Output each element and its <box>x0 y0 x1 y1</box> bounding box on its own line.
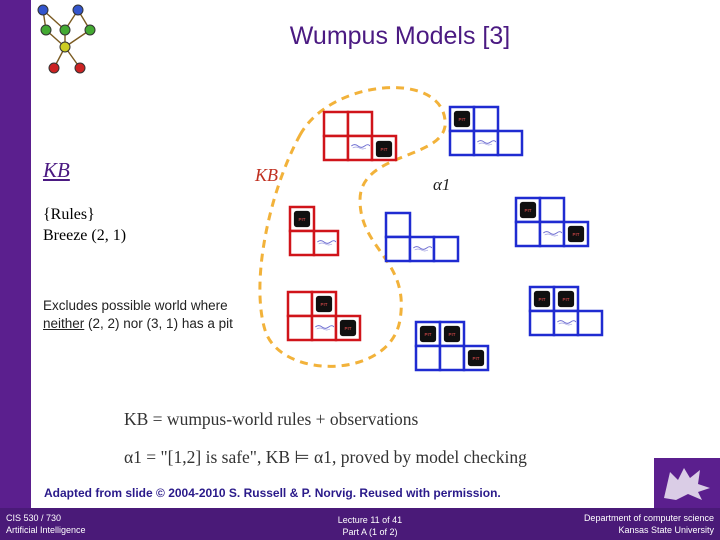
kb-heading: KB <box>43 158 70 182</box>
left-accent-bar <box>0 0 31 508</box>
bayes-network-icon <box>37 4 96 74</box>
footer-course-name: Artificial Intelligence <box>6 525 86 535</box>
footer-univ: Kansas State University <box>618 525 714 535</box>
wildcat-logo-icon <box>654 458 720 508</box>
diagram-alpha-label: α1 <box>433 175 450 194</box>
kb-contents: {Rules} Breeze (2, 1) <box>43 204 126 246</box>
excludes-underlined: neither <box>43 316 85 331</box>
footer-bar: CIS 530 / 730 Artificial Intelligence Le… <box>0 508 720 540</box>
alpha-eq-part-1: α1 = "[1,2] is safe", <box>124 447 266 467</box>
alpha-eq-part-3: , proved by model checking <box>331 447 527 467</box>
footer-course: CIS 530 / 730 <box>6 513 62 523</box>
alpha-equation: α1 = "[1,2] is safe", KB ⊨ α1, proved by… <box>124 447 527 468</box>
excludes-text-1: Excludes possible world where <box>43 298 228 313</box>
blue-world-1 <box>448 105 524 157</box>
blue-world-2 <box>384 211 460 263</box>
footer-lecture: Lecture 11 of 41 <box>337 515 403 525</box>
kb-equation: KB = wumpus-world rules + observations <box>124 409 419 429</box>
breeze-line: Breeze (2, 1) <box>43 227 127 244</box>
footer-dept: Department of computer science <box>583 513 714 523</box>
rules-line: {Rules} <box>43 206 95 223</box>
excludes-note: Excludes possible world where neither (2… <box>43 297 233 333</box>
excludes-text-2: (2, 2) nor (3, 1) has a pit <box>84 316 233 331</box>
alpha-eq-part-2: KB ⊨ α1 <box>265 447 332 467</box>
models-diagram: PIT KB α1 <box>254 86 604 372</box>
footer-part: Part A (1 of 2) <box>342 527 398 537</box>
diagram-kb-label: KB <box>254 165 278 185</box>
credit-line: Adapted from slide © 2004-2010 S. Russel… <box>44 486 501 500</box>
slide-title: Wumpus Models [3] <box>289 22 511 50</box>
